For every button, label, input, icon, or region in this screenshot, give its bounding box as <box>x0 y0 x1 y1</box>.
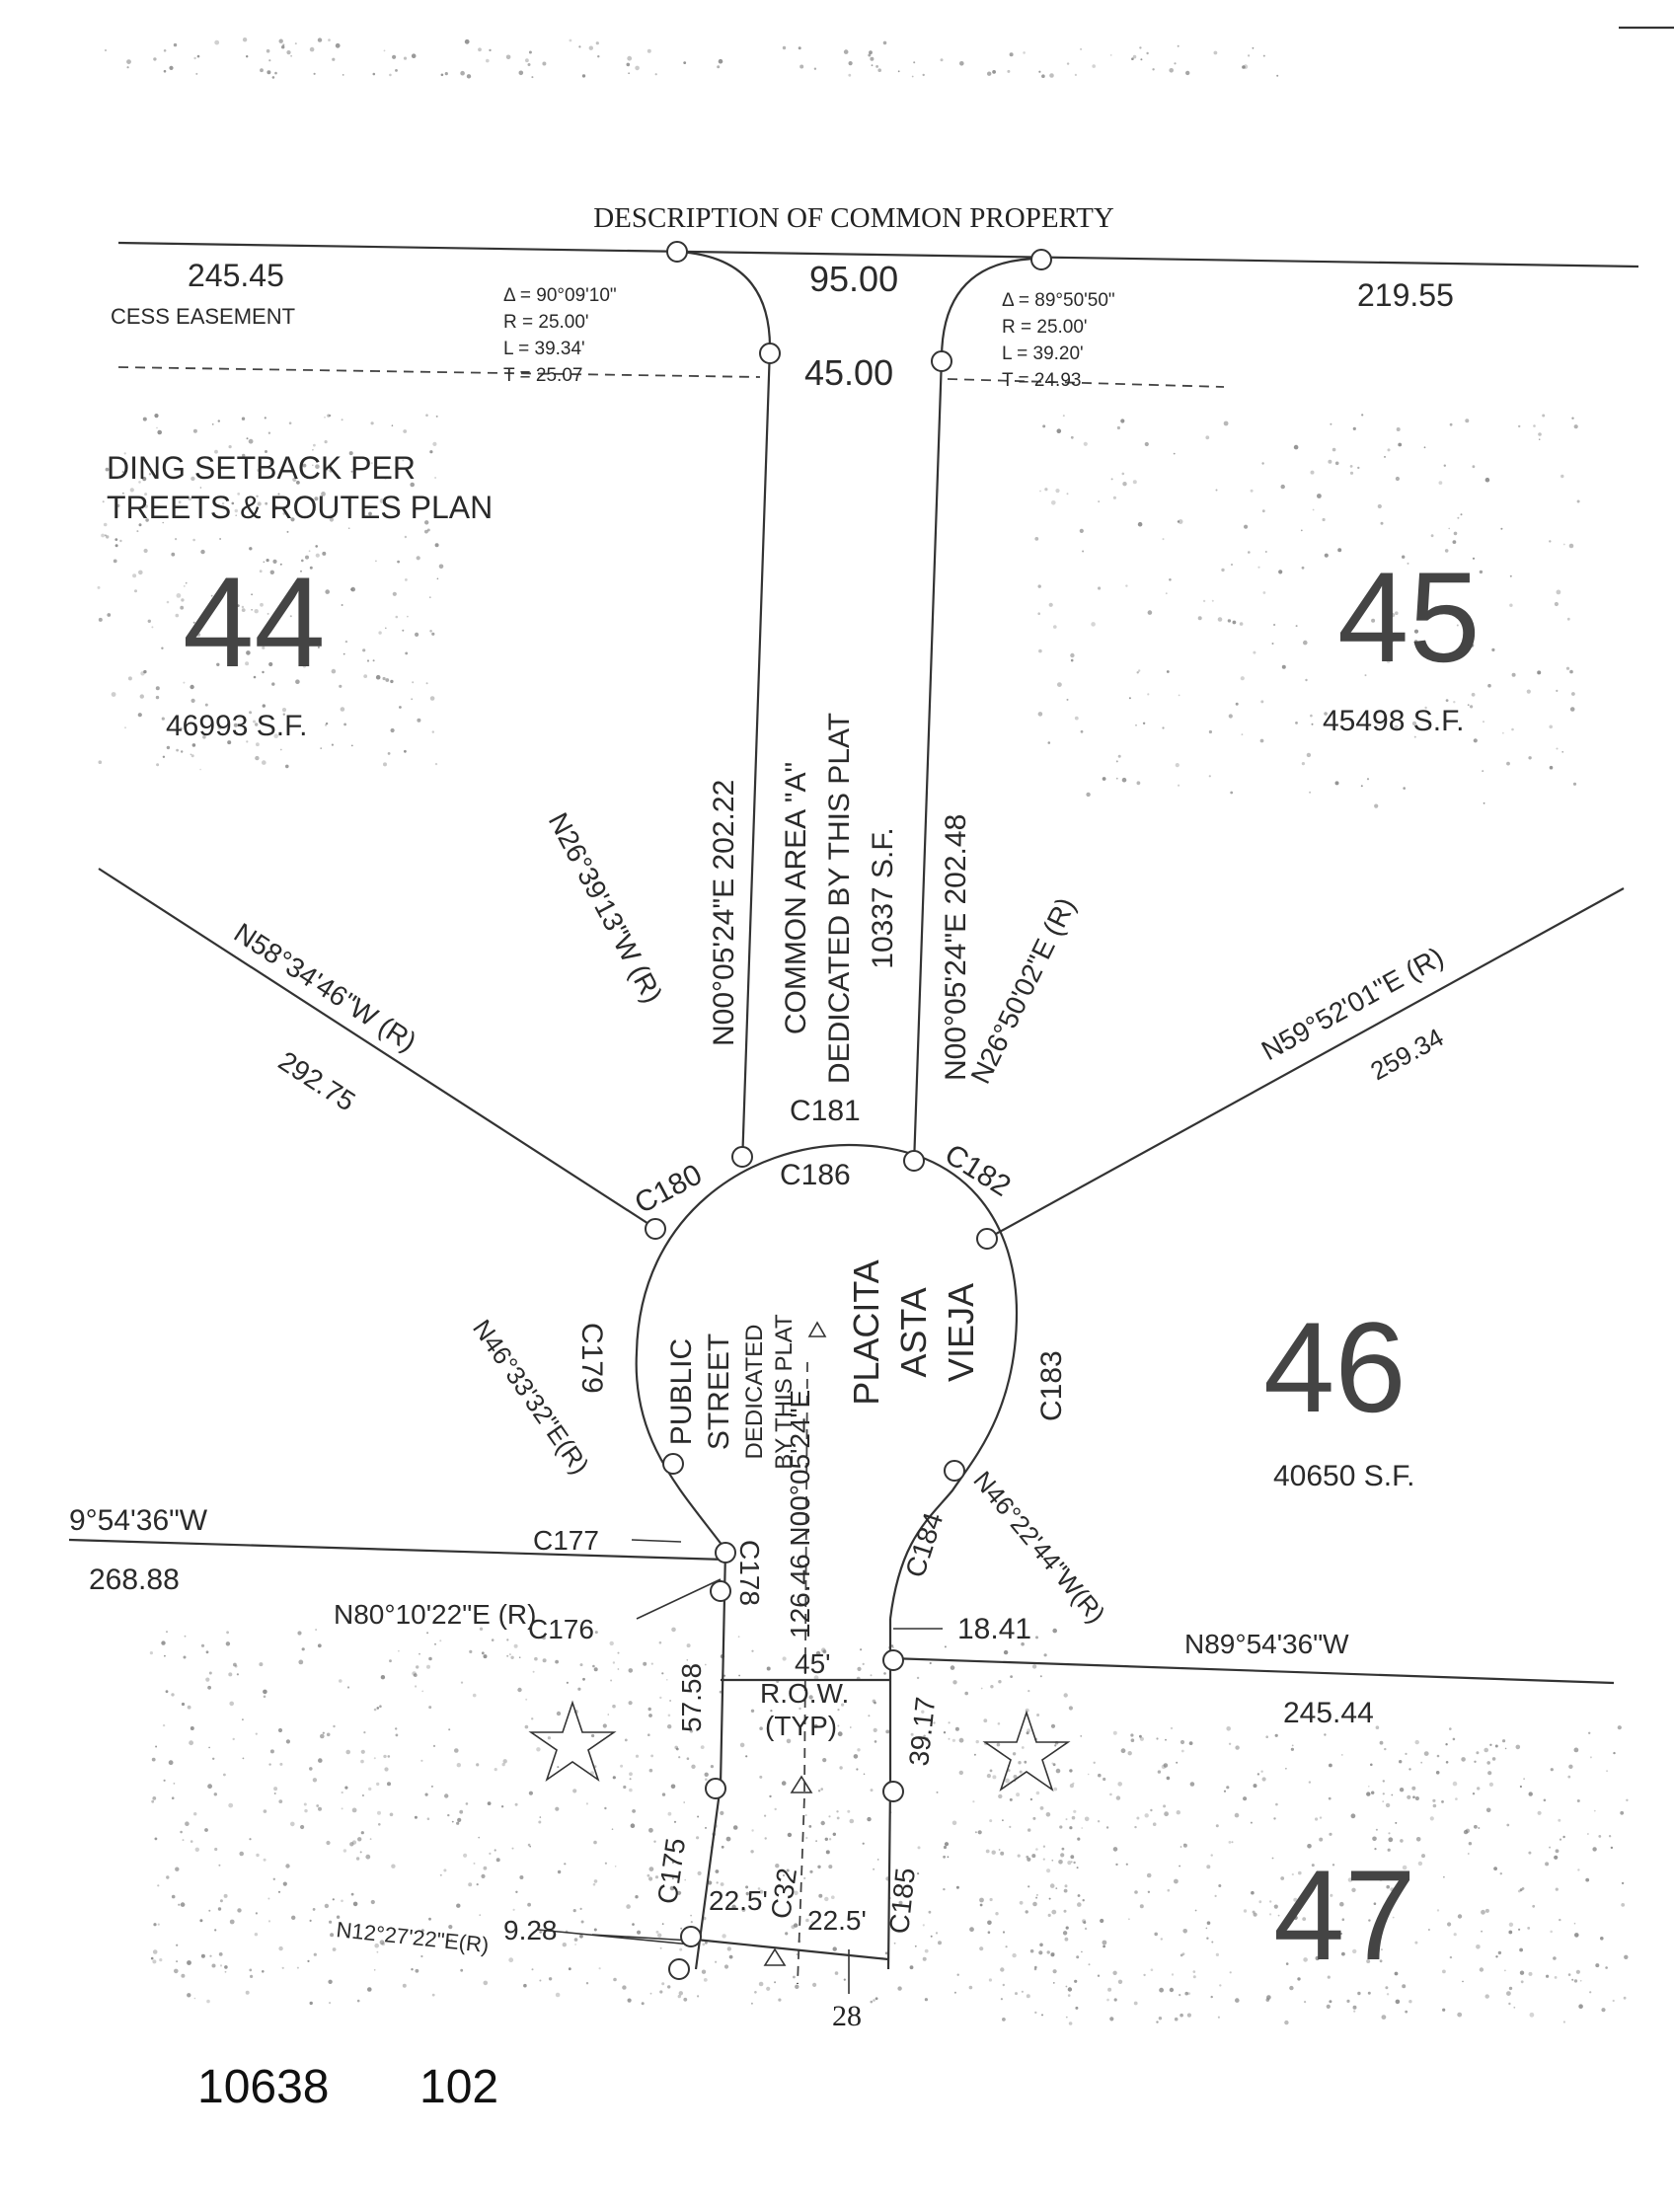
cul-de-sac-outline <box>635 1143 1019 1620</box>
common-width: 45.00 <box>804 352 893 393</box>
svg-text:T = 25.07: T = 25.07 <box>503 365 582 386</box>
curve-c177: C177 <box>533 1525 599 1556</box>
scan-noise <box>97 38 1629 2025</box>
svg-text:PUBLIC: PUBLIC <box>665 1338 698 1445</box>
row-label: R.O.W. <box>760 1678 849 1709</box>
row-width: 45' <box>795 1648 831 1679</box>
book-number: 10638 <box>197 2061 329 2113</box>
curve-c183: C183 <box>1035 1350 1068 1421</box>
common-area-label: COMMON AREA "A" DEDICATED BY THIS PLAT 1… <box>780 713 899 1084</box>
dim-57-58: 57.58 <box>676 1663 707 1732</box>
dim-22-5-left: 22.5' <box>709 1885 768 1916</box>
lot-47-number: 47 <box>1273 1843 1416 1987</box>
lot44-47-west-line <box>68 1538 726 1562</box>
setback-note-line1: DING SETBACK PER <box>107 450 416 486</box>
star-icon <box>982 1710 1071 1792</box>
curve-c181: C181 <box>790 1095 861 1127</box>
common-area-east-line <box>912 257 1042 1166</box>
svg-text:L = 39.20': L = 39.20' <box>1002 343 1084 364</box>
lot44-line-distance: 292.75 <box>273 1045 361 1117</box>
svg-text:T = 24.93: T = 24.93 <box>1002 370 1081 391</box>
c177-leader <box>631 1539 682 1543</box>
lot44-45-divider <box>98 868 657 1230</box>
right-line-bearing: N00°05'24"E 202.48 <box>940 814 972 1081</box>
se-radial-bearing: N46°22'44"W(R) <box>967 1466 1111 1629</box>
lot-46-area: 40650 S.F. <box>1273 1460 1414 1492</box>
west-line-distance: 268.88 <box>89 1564 180 1596</box>
common-frontage: 95.00 <box>809 259 898 299</box>
west-line-bearing: 9°54'36"W <box>69 1504 208 1537</box>
d928-leader <box>591 1934 692 1942</box>
svg-text:R = 25.00': R = 25.00' <box>503 312 589 333</box>
lot-46-number: 46 <box>1263 1295 1407 1439</box>
n80-bearing: N80°10'22"E (R) <box>334 1599 536 1630</box>
n12-line <box>537 1929 692 1945</box>
svg-text:VIEJA: VIEJA <box>941 1283 981 1382</box>
ne-radial-bearing: N26°50'02"E (R) <box>965 892 1082 1088</box>
lot-45-area: 45498 S.F. <box>1323 705 1464 737</box>
dim-9-28: 9.28 <box>503 1915 558 1945</box>
lot-45-number: 45 <box>1337 545 1481 689</box>
south-row-line <box>695 1938 889 1961</box>
access-easement-label: CESS EASEMENT <box>111 304 295 329</box>
center-triangles <box>763 1321 827 1966</box>
lot44-line-bearing: N58°34'46"W (R) <box>229 917 422 1057</box>
curve-c176: C176 <box>528 1614 594 1644</box>
common-area-west-line <box>676 250 772 1166</box>
svg-text:DEDICATED: DEDICATED <box>741 1325 768 1460</box>
curve-c175: C175 <box>651 1836 691 1906</box>
curve-c184: C184 <box>899 1509 949 1581</box>
lot45-line-distance: 259.34 <box>1365 1022 1448 1086</box>
dim-22-5-right: 22.5' <box>807 1905 867 1936</box>
row-typ-label: (TYP) <box>765 1711 837 1741</box>
street-name-label: PLACITA ASTA VIEJA <box>846 1259 981 1405</box>
book-page-number: 102 <box>419 2061 498 2113</box>
svg-text:PLACITA: PLACITA <box>846 1259 886 1405</box>
curve-c179: C179 <box>575 1323 608 1394</box>
curve-table-right: Δ = 89°50'50" R = 25.00' L = 39.20' T = … <box>1002 290 1115 391</box>
street-centerline <box>797 1361 808 1985</box>
n12-bearing: N12°27'22"E(R) <box>335 1917 490 1957</box>
curve-table-left: Δ = 90°09'10" R = 25.00' L = 39.34' T = … <box>503 285 617 386</box>
svg-text:Δ = 90°09'10": Δ = 90°09'10" <box>503 285 617 306</box>
north-boundary-line <box>117 241 1639 268</box>
curve-c178: C178 <box>734 1540 765 1606</box>
curve-c185: C185 <box>883 1867 921 1936</box>
curve-c186: C186 <box>780 1159 851 1191</box>
left-line-bearing: N00°05'24"E 202.22 <box>708 780 740 1046</box>
svg-text:COMMON AREA "A": COMMON AREA "A" <box>780 762 812 1034</box>
nw-radial-bearing: N26°39'13"W (R) <box>543 807 668 1008</box>
sheet-title: DESCRIPTION OF COMMON PROPERTY <box>593 202 1114 234</box>
star-icon <box>528 1700 617 1783</box>
center-line-bearing: 126.46 N00°05'24"E <box>785 1390 815 1639</box>
svg-text:10337 S.F.: 10337 S.F. <box>867 827 899 968</box>
svg-text:DEDICATED BY THIS PLAT: DEDICATED BY THIS PLAT <box>823 713 856 1084</box>
dim-18-41: 18.41 <box>957 1613 1031 1645</box>
svg-text:Δ = 89°50'50": Δ = 89°50'50" <box>1002 290 1115 311</box>
lot-44-area: 46993 S.F. <box>166 710 307 742</box>
c176-leader <box>636 1578 722 1620</box>
svg-text:ASTA: ASTA <box>893 1287 934 1377</box>
setback-note-line2: TREETS & ROUTES PLAN <box>107 490 493 525</box>
svg-text:L = 39.34': L = 39.34' <box>503 339 585 359</box>
setback-line <box>117 366 1225 388</box>
svg-text:STREET: STREET <box>703 1334 735 1450</box>
lot46-47-east-line <box>889 1656 1615 1685</box>
top-left-distance: 245.45 <box>188 258 284 293</box>
curve-c32: C32 <box>765 1867 802 1921</box>
curve-c180: C180 <box>630 1158 708 1220</box>
page-number: 28 <box>832 2000 862 2032</box>
survey-points <box>645 241 1052 1980</box>
svg-text:R = 25.00': R = 25.00' <box>1002 317 1088 338</box>
svg-text:BY THIS PLAT: BY THIS PLAT <box>771 1314 798 1470</box>
east-line-distance: 245.44 <box>1283 1697 1374 1729</box>
dim-39-17: 39.17 <box>903 1696 941 1768</box>
public-street-label: PUBLIC STREET DEDICATED BY THIS PLAT <box>665 1314 798 1470</box>
lot-44-number: 44 <box>183 550 326 694</box>
top-right-distance: 219.55 <box>1357 277 1454 313</box>
curve-c182: C182 <box>939 1138 1016 1203</box>
east-line-bearing: N89°54'36"W <box>1184 1629 1349 1659</box>
lot45-46-divider <box>986 887 1625 1240</box>
